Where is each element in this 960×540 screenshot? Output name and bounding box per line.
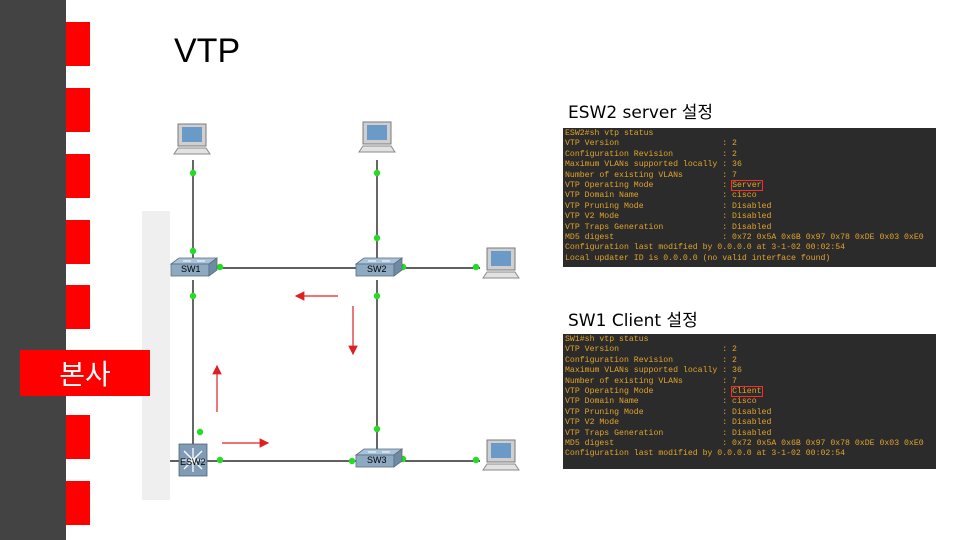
pc-icon (358, 121, 396, 153)
terminal-line: VTP V2 Mode : Disabled (565, 212, 772, 222)
terminal-line: Number of existing VLANs : 7 (565, 376, 737, 386)
pc-icon (482, 247, 520, 279)
red-tab-marker (66, 220, 90, 264)
vtp-mode-highlight: Client (731, 385, 763, 397)
terminal-line: MD5 digest : 0x72 0x5A 0x6B 0x97 0x78 0x… (565, 438, 924, 448)
link-status-dots (189, 169, 480, 465)
pc-icon (173, 123, 211, 155)
red-tab-marker (66, 481, 90, 525)
sw1-section-title: SW1 Client 설정 (568, 311, 698, 331)
terminal-line: VTP Version : 2 (565, 345, 737, 355)
terminal-line: Maximum VLANs supported locally : 36 (565, 366, 742, 376)
hq-label-box: 본사 (20, 350, 150, 396)
multilayer-switch-esw2: ESW2 (178, 443, 208, 477)
terminal-line: VTP V2 Mode : Disabled (565, 418, 772, 428)
terminal-line: Configuration last modified by 0.0.0.0 a… (565, 449, 846, 459)
pc-icon (482, 439, 520, 471)
terminal-line: VTP Pruning Mode : Disabled (565, 407, 772, 417)
terminal-line: Configuration last modified by 0.0.0.0 a… (565, 243, 846, 253)
red-tab-marker (66, 285, 90, 329)
red-tab-marker (66, 22, 90, 66)
terminal-line: MD5 digest : 0x72 0x5A 0x6B 0x97 0x78 0x… (565, 232, 924, 242)
switch-sw1: SW1 (170, 257, 218, 277)
red-tab-marker (66, 88, 90, 132)
slide-title: VTP (174, 32, 241, 70)
terminal-line: ESW2#sh vtp status (565, 129, 654, 138)
terminal-line: Local updater ID is 0.0.0.0 (no valid in… (565, 253, 831, 263)
terminal-line: VTP Traps Generation : Disabled (565, 428, 772, 438)
terminal-line: VTP Version : 2 (565, 139, 737, 149)
switch-label: SW2 (367, 264, 387, 274)
terminal-line: Maximum VLANs supported locally : 36 (565, 160, 742, 170)
switch-sw3: SW3 (355, 448, 403, 468)
terminal-line: SW1#sh vtp status (565, 335, 649, 344)
switch-label: ESW2 (180, 457, 206, 467)
terminal-line: Configuration Revision : 2 (565, 149, 737, 159)
switch-label: SW3 (367, 455, 387, 465)
terminal-line: VTP Domain Name : cisco (565, 191, 757, 201)
terminal-line: VTP Traps Generation : Disabled (565, 222, 772, 232)
red-tab-marker (66, 415, 90, 459)
terminal-line: Number of existing VLANs : 7 (565, 170, 737, 180)
terminal-line: VTP Pruning Mode : Disabled (565, 201, 772, 211)
terminal-line: VTP Operating Mode : Server (565, 179, 763, 191)
switch-label: SW1 (181, 264, 201, 274)
terminal-line: Configuration Revision : 2 (565, 355, 737, 365)
terminal-line: VTP Domain Name : cisco (565, 397, 757, 407)
esw2-section-title: ESW2 server 설정 (568, 103, 714, 123)
red-tab-marker (66, 154, 90, 198)
terminal-line: VTP Operating Mode : Client (565, 385, 763, 397)
vtp-mode-highlight: Server (731, 179, 763, 191)
left-sidebar-bar (0, 0, 66, 540)
switch-sw2: SW2 (355, 257, 403, 277)
